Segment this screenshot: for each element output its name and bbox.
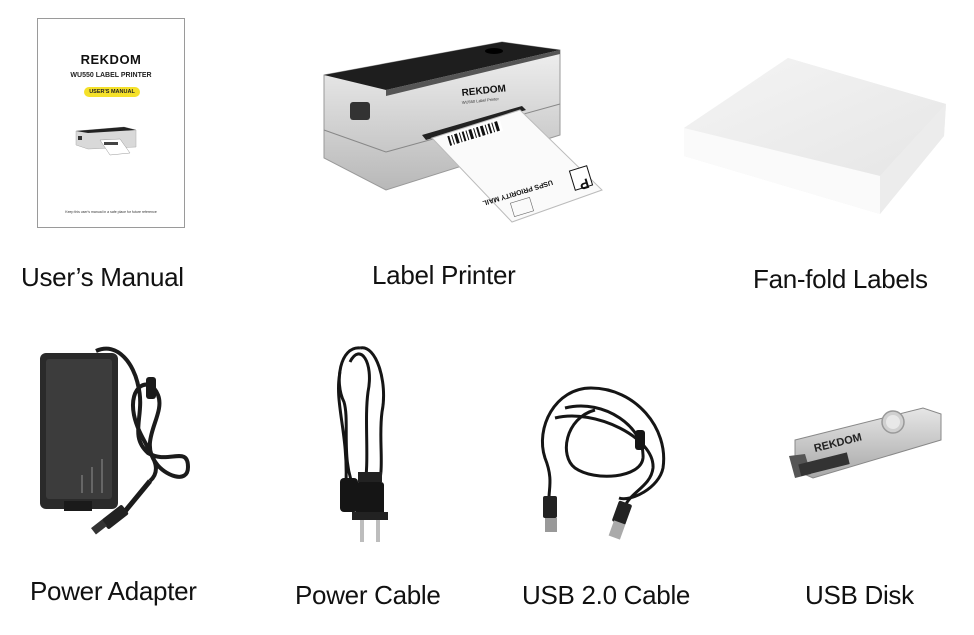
usb-disk-image: REKDOM bbox=[789, 407, 942, 479]
caption-users-manual: User’s Manual bbox=[21, 262, 184, 292]
caption-power-cable: Power Cable bbox=[295, 580, 441, 610]
label-letter: P bbox=[578, 175, 592, 193]
power-cable-image bbox=[336, 346, 388, 542]
label-printer-image: REKDOM WU550 Label Printer USPS PRIORITY… bbox=[323, 41, 603, 223]
manual-model: WU550 LABEL PRINTER bbox=[70, 72, 152, 79]
caption-label-printer: Label Printer bbox=[372, 260, 516, 290]
caption-fan-fold-labels: Fan-fold Labels bbox=[753, 264, 928, 294]
manual-brand: REKDOM bbox=[80, 52, 142, 67]
caption-power-adapter: Power Adapter bbox=[30, 576, 197, 606]
caption-usb-disk: USB Disk bbox=[805, 580, 914, 610]
manual-footer: Keep this user's manual in a safe place … bbox=[65, 210, 157, 214]
fan-fold-labels-image bbox=[684, 58, 946, 214]
manual-badge: USER'S MANUAL bbox=[84, 87, 140, 97]
users-manual-image: REKDOM WU550 LABEL PRINTER USER'S MANUAL… bbox=[37, 18, 185, 228]
manual-printer-illustration bbox=[75, 126, 137, 156]
printer-brand: REKDOM bbox=[461, 83, 506, 99]
printer-subtitle: WU550 Label Printer bbox=[462, 96, 500, 105]
power-adapter-image bbox=[40, 346, 191, 535]
caption-usb-cable: USB 2.0 Cable bbox=[522, 580, 691, 610]
usb-cable-image bbox=[540, 386, 666, 540]
